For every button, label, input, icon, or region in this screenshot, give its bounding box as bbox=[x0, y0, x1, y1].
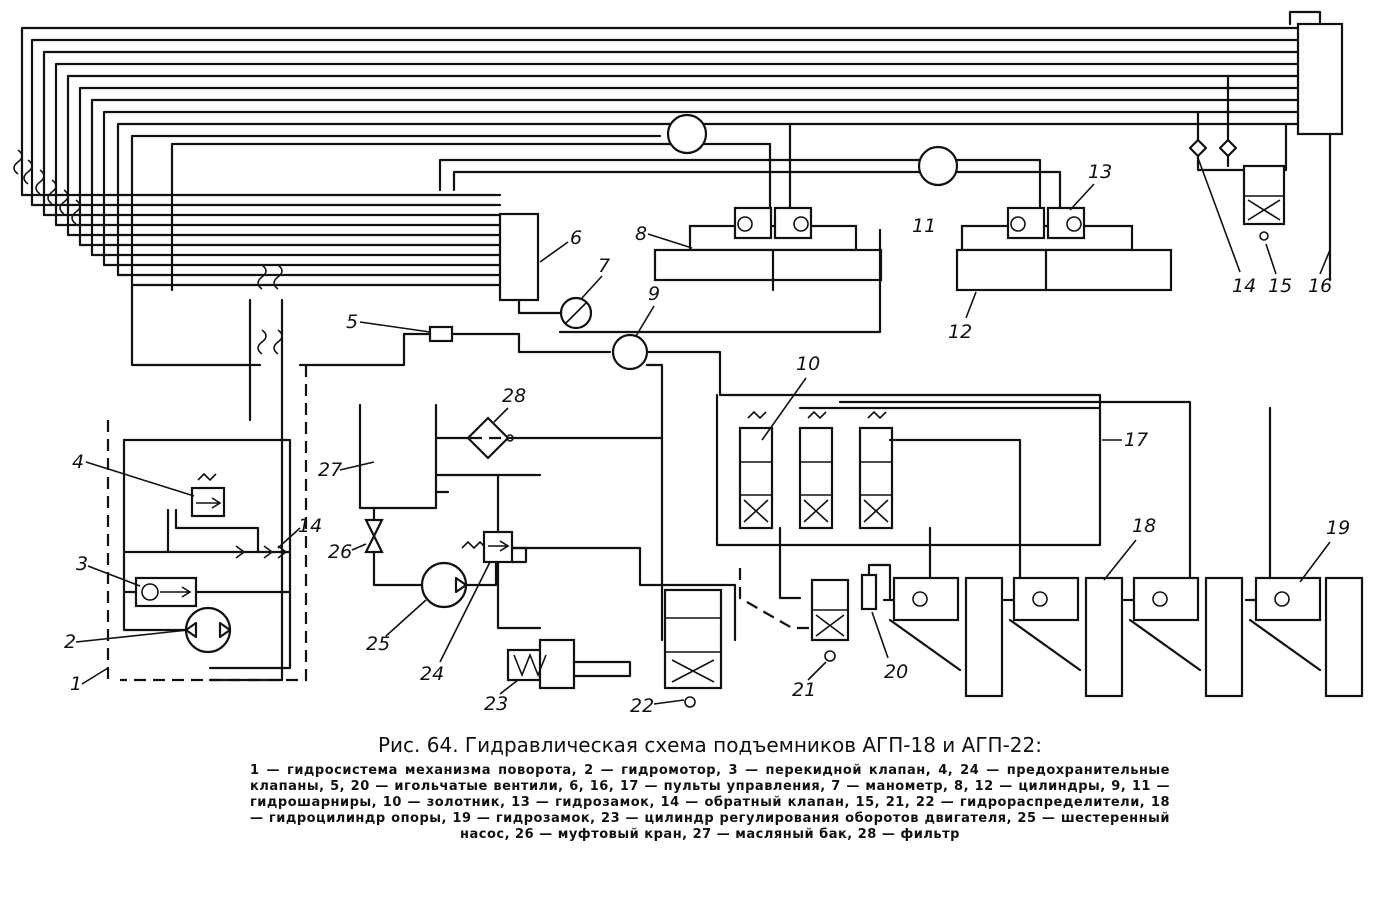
figure-title: Рис. 64. Гидравлическая схема подъемнико… bbox=[378, 733, 1042, 757]
label-20: 20 bbox=[884, 661, 908, 683]
hydraulic-schematic: 1 2 3 4 5 6 7 8 9 10 11 12 13 14 15 16 1… bbox=[13, 10, 1364, 717]
component-labels: 1 2 3 4 5 6 7 8 9 10 11 12 13 14 15 16 1… bbox=[64, 157, 1350, 717]
label-8: 8 bbox=[635, 223, 647, 245]
control-line-bundle bbox=[13, 26, 1300, 292]
label-25: 25 bbox=[366, 633, 390, 655]
figure-legend: 1 — гидросистема механизма поворота, 2 —… bbox=[250, 763, 1170, 842]
label-17: 17 bbox=[1124, 429, 1148, 451]
hydraulic-motor-2 bbox=[184, 606, 232, 654]
cylinder-12 bbox=[955, 206, 1173, 292]
label-6: 6 bbox=[570, 227, 582, 249]
engine-speed-cylinder-23 bbox=[506, 638, 632, 690]
cylinder-8 bbox=[653, 206, 883, 292]
label-5: 5 bbox=[346, 311, 358, 333]
label-22: 22 bbox=[630, 695, 654, 717]
label-2: 2 bbox=[64, 631, 76, 653]
hydraulic-joint-9 bbox=[611, 333, 649, 371]
gear-pump-25 bbox=[420, 561, 468, 609]
label-12: 12 bbox=[948, 321, 972, 343]
label-13: 13 bbox=[1088, 161, 1112, 183]
muff-valve-26 bbox=[364, 518, 384, 554]
needle-valve-20 bbox=[860, 573, 878, 611]
support-cylinders-18 bbox=[882, 406, 1364, 698]
figure-caption: Рис. 64. Гидравлическая схема подъемнико… bbox=[230, 733, 1190, 843]
control-console-17 bbox=[715, 393, 1102, 547]
needle-valve-5 bbox=[428, 325, 454, 343]
label-11: 11 bbox=[912, 215, 936, 237]
label-4: 4 bbox=[72, 451, 84, 473]
label-19: 19 bbox=[1326, 517, 1350, 539]
label-1: 1 bbox=[70, 673, 82, 695]
label-18: 18 bbox=[1132, 515, 1156, 537]
label-26: 26 bbox=[328, 541, 352, 563]
label-7: 7 bbox=[598, 255, 610, 277]
directional-valve-15 bbox=[1242, 164, 1286, 226]
label-16: 16 bbox=[1308, 275, 1332, 297]
label-27: 27 bbox=[318, 459, 342, 481]
label-23: 23 bbox=[484, 693, 508, 715]
control-console-16 bbox=[1188, 10, 1344, 282]
hydraulic-joint-top bbox=[666, 113, 708, 155]
label-24: 24 bbox=[420, 663, 444, 685]
label-9: 9 bbox=[648, 283, 660, 305]
control-console-6 bbox=[498, 212, 540, 302]
label-15: 15 bbox=[1268, 275, 1292, 297]
label-14-left: 14 bbox=[298, 515, 322, 537]
label-3: 3 bbox=[76, 553, 88, 575]
rotation-hydraulic-system-1 bbox=[106, 420, 292, 680]
spool-valve-10 bbox=[738, 400, 1192, 600]
directional-valve-22 bbox=[663, 588, 723, 690]
hydraulic-joint-11 bbox=[917, 145, 959, 187]
label-14-top: 14 bbox=[1232, 275, 1256, 297]
label-21: 21 bbox=[792, 679, 816, 701]
oil-tank-27 bbox=[358, 403, 542, 510]
label-28: 28 bbox=[502, 385, 526, 407]
label-10: 10 bbox=[796, 353, 820, 375]
